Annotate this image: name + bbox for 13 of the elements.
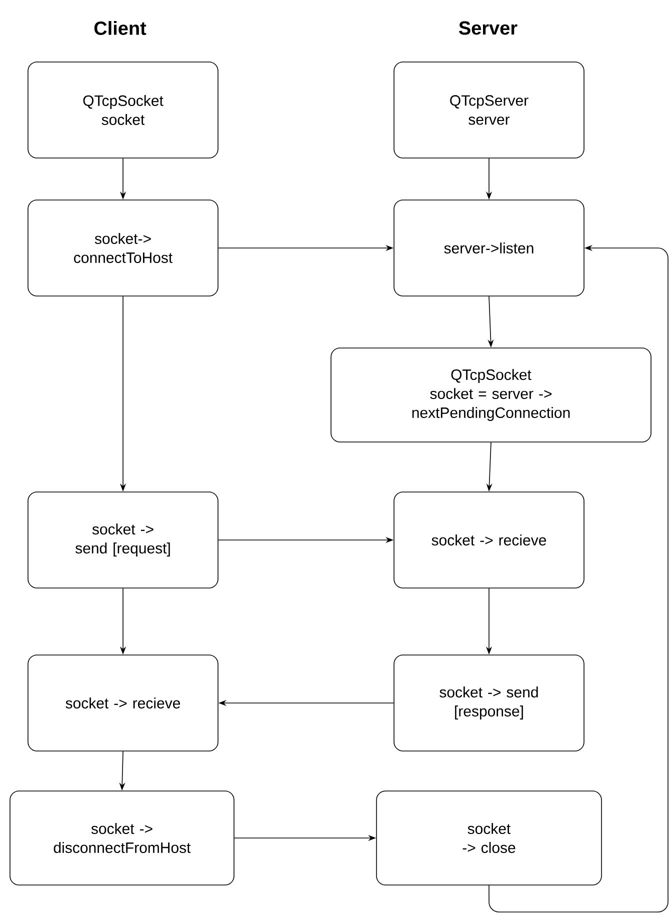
process-box: socket -> send [response] bbox=[394, 654, 584, 752]
process-box: socket-> connectToHost bbox=[28, 200, 218, 296]
process-box: QTcpSocket socket = server -> nextPendingConnection bbox=[330, 348, 652, 442]
process-box: QTcpServer server bbox=[394, 62, 584, 158]
column-heading: Client bbox=[94, 21, 146, 35]
process-box: server->listen bbox=[394, 200, 584, 296]
process-box: socket -> disconnectFromHost bbox=[10, 790, 234, 886]
process-box: socket -> recieve bbox=[394, 492, 584, 588]
process-box: socket -> send [request] bbox=[28, 492, 218, 588]
column-heading: Server bbox=[458, 21, 518, 35]
process-box: socket -> close bbox=[376, 790, 602, 886]
process-box: socket -> recieve bbox=[28, 654, 218, 752]
process-box: QTcpSocket socket bbox=[28, 62, 218, 158]
